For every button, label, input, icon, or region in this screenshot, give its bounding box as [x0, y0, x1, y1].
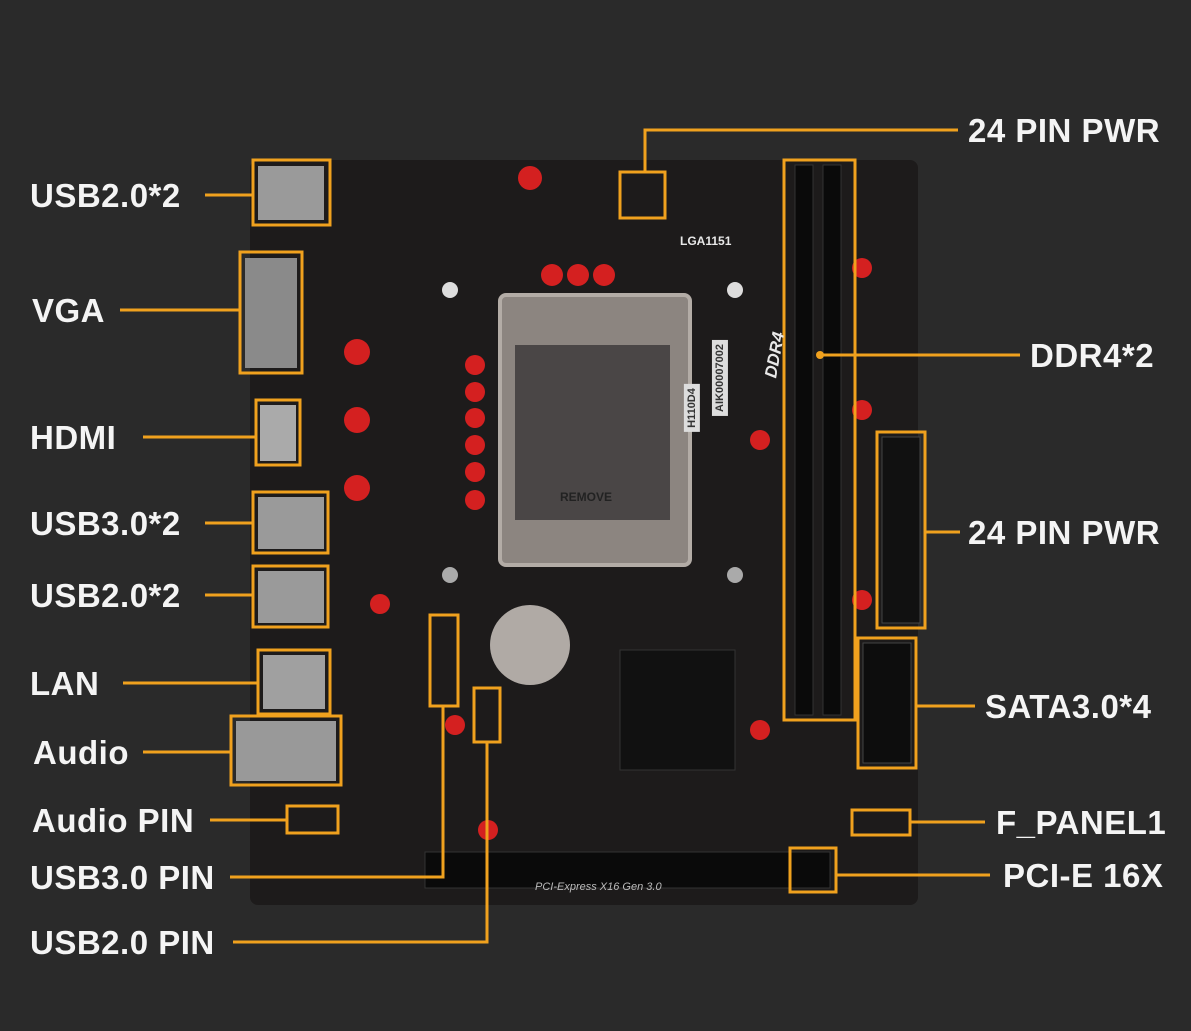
- label-f-panel: F_PANEL1: [996, 804, 1167, 841]
- chipset-heatsink: [619, 649, 736, 771]
- label-usb30-pin: USB3.0 PIN: [30, 859, 215, 896]
- serial-label: AIK00007002: [711, 340, 728, 416]
- cmos-battery: [490, 605, 570, 685]
- model-label: H110D4: [683, 384, 700, 432]
- label-usb20-rear-top: USB2.0*2: [30, 177, 181, 214]
- label-lan: LAN: [30, 665, 100, 702]
- sata-box: [856, 636, 918, 770]
- ddr4-box: [782, 158, 857, 722]
- pcie-slot: [424, 851, 831, 889]
- sata-ports: [862, 642, 912, 764]
- usb20-top-box: [251, 158, 332, 227]
- label-atx-power: 24 PIN PWR: [968, 514, 1161, 551]
- socket-cover: [515, 345, 670, 520]
- ddr4-slot-1: [794, 164, 814, 716]
- atx-power-box: [875, 430, 927, 630]
- label-hdmi: HDMI: [30, 419, 117, 456]
- vga-box: [238, 250, 304, 375]
- label-cpu-power: 24 PIN PWR: [968, 112, 1161, 149]
- remove-label: REMOVE: [560, 490, 613, 504]
- pcie-slot-label: PCI-Express X16 Gen 3.0: [535, 881, 662, 893]
- label-sata: SATA3.0*4: [985, 688, 1152, 725]
- ddr4-slot-2: [822, 164, 842, 716]
- label-usb30-rear: USB3.0*2: [30, 505, 181, 542]
- label-usb20-rear-bottom: USB2.0*2: [30, 577, 181, 614]
- label-usb20-pin: USB2.0 PIN: [30, 924, 215, 961]
- label-pcie: PCI-E 16X: [1003, 857, 1164, 894]
- label-audio: Audio: [33, 734, 129, 771]
- label-vga: VGA: [32, 292, 106, 329]
- pcie-box: [788, 846, 838, 894]
- label-ddr4: DDR4*2: [1030, 337, 1155, 374]
- label-audio-pin: Audio PIN: [32, 802, 195, 839]
- atx-connector: [881, 436, 921, 624]
- socket-label: LGA1151: [680, 234, 732, 248]
- cpu-power-box: [618, 170, 667, 220]
- hdmi-box: [254, 398, 302, 467]
